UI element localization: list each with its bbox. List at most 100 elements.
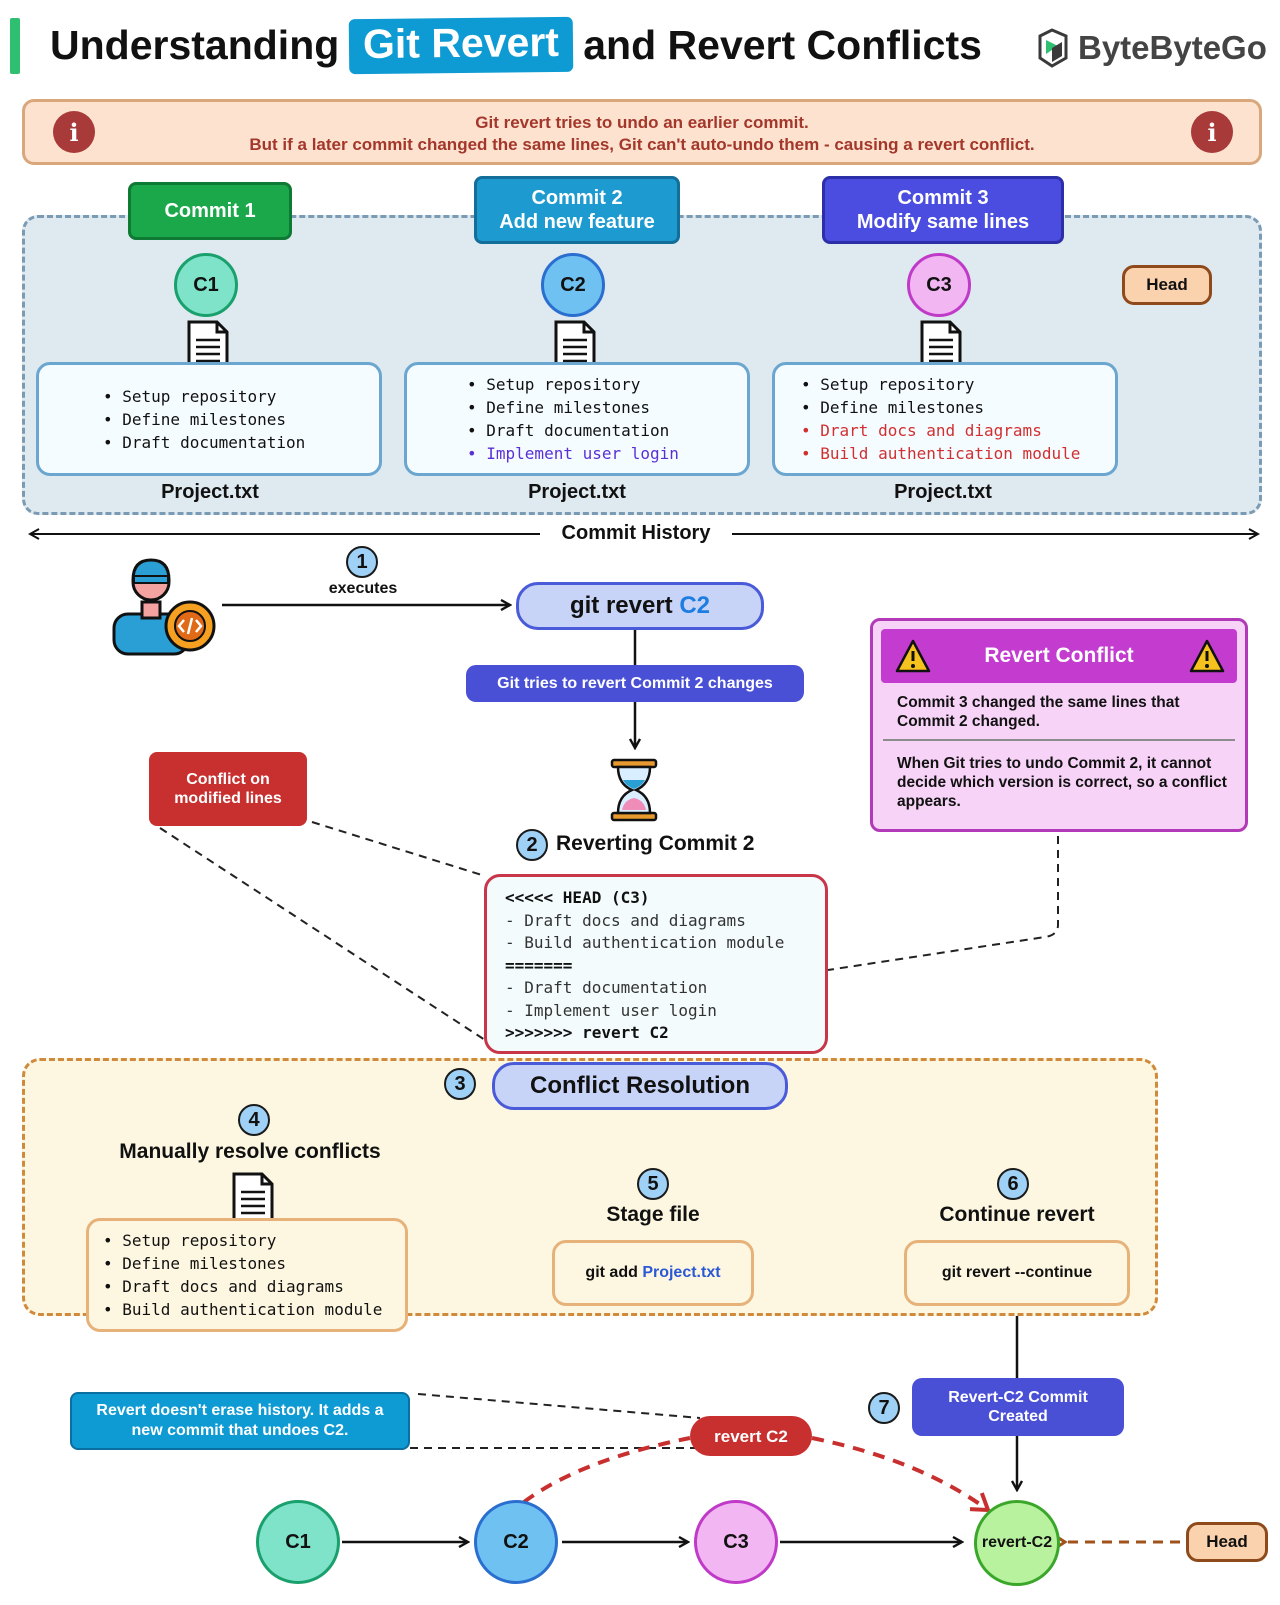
document-icon xyxy=(554,320,596,370)
reverting-commit-2-label: Reverting Commit 2 xyxy=(556,832,755,855)
brand-name: ByteByteGo xyxy=(1078,29,1267,66)
commit-1-label: Commit 1 xyxy=(128,182,292,240)
created-line1: Revert-C2 Commit xyxy=(948,1389,1088,1406)
code-line-head: <<<<< HEAD (C3) xyxy=(505,888,650,907)
stage-file-title: Stage file xyxy=(606,1203,700,1226)
git-add-file: Project.txt xyxy=(642,1264,721,1281)
code-line: - Build authentication module xyxy=(505,933,785,952)
commit-2-label: Commit 2 Add new feature xyxy=(474,176,680,244)
file-line: Define milestones xyxy=(103,1252,405,1275)
page-title: Understanding Git Revert and Revert Conf… xyxy=(50,10,982,80)
step-1-badge: 1 xyxy=(346,546,378,578)
file-line: Draft documentation xyxy=(103,431,379,454)
node-c1-bottom: C1 xyxy=(256,1500,340,1584)
file-line-modified: Drart docs and diagrams xyxy=(801,419,1115,442)
revert-c2-tag: revert C2 xyxy=(690,1416,812,1456)
note-line2: new commit that undoes C2. xyxy=(131,1422,349,1439)
file-line-modified: Build authentication module xyxy=(801,442,1115,465)
file-contents-c1: Setup repository Define milestones Draft… xyxy=(36,362,382,476)
filename-c2: Project.txt xyxy=(528,481,626,503)
revert-conflict-p2: When Git tries to undo Commit 2, it cann… xyxy=(897,755,1227,810)
revert-conflict-p1: Commit 3 changed the same lines that Com… xyxy=(897,694,1180,730)
revert-conflict-panel: Revert Conflict Commit 3 changed the sam… xyxy=(870,618,1248,832)
note-line1: Revert doesn't erase history. It adds a xyxy=(96,1402,384,1419)
warning-icon xyxy=(1189,639,1225,673)
code-line: - Draft docs and diagrams xyxy=(505,910,746,930)
document-icon xyxy=(920,320,962,370)
head-tag: Head xyxy=(1122,265,1212,305)
title-accent-bar xyxy=(10,18,20,74)
warning-icon xyxy=(895,639,931,673)
git-add-command-box: git add Project.txt xyxy=(552,1240,754,1306)
hourglass-icon xyxy=(610,758,658,822)
head-tag-bottom: Head xyxy=(1186,1522,1268,1562)
node-c3: C3 xyxy=(907,253,971,317)
conflict-on-modified-lines-tag: Conflict on modified lines xyxy=(149,752,307,826)
git-revert-cmd: git revert xyxy=(569,592,673,619)
revert-commit-created-box: Revert-C2 Commit Created xyxy=(912,1378,1124,1436)
info-line-1: Git revert tries to undo an earlier comm… xyxy=(475,113,809,132)
conflict-tag-line1: Conflict on xyxy=(186,771,270,788)
code-line: - Implement user login xyxy=(505,1000,717,1020)
file-line: Setup repository xyxy=(467,373,747,396)
executes-label: executes xyxy=(328,580,398,597)
info-icon: i xyxy=(53,111,95,153)
document-icon xyxy=(232,1172,274,1222)
step-5-badge: 5 xyxy=(637,1168,669,1200)
node-c2: C2 xyxy=(541,253,605,317)
info-line-2: But if a later commit changed the same l… xyxy=(249,135,1035,154)
commit-2-label-line1: Commit 2 xyxy=(531,187,623,209)
manually-resolve-title: Manually resolve conflicts xyxy=(119,1140,381,1163)
revert-conflict-header: Revert Conflict xyxy=(881,629,1237,683)
file-line: Setup repository xyxy=(103,385,379,408)
file-line: Setup repository xyxy=(103,1229,405,1252)
revert-conflict-title: Revert Conflict xyxy=(984,644,1134,667)
developer-icon xyxy=(112,558,216,656)
git-revert-command: git revert C2 xyxy=(516,582,764,630)
node-c3-bottom: C3 xyxy=(694,1500,778,1584)
filename-c3: Project.txt xyxy=(894,481,992,503)
commit-history-axis-label: Commit History xyxy=(561,522,711,544)
node-c2-bottom: C2 xyxy=(474,1500,558,1584)
title-pre: Understanding xyxy=(50,21,340,68)
step-6-badge: 6 xyxy=(997,1168,1029,1200)
file-line: Define milestones xyxy=(801,396,1115,419)
step-3-badge: 3 xyxy=(444,1068,476,1100)
conflict-resolution-title: Conflict Resolution xyxy=(492,1062,788,1110)
node-revert-c2: revert-C2 xyxy=(974,1500,1060,1586)
bytebytego-logo-icon xyxy=(1038,28,1068,68)
git-add-cmd: git add xyxy=(585,1264,638,1281)
file-line: Draft documentation xyxy=(467,419,747,442)
revert-history-note: Revert doesn't erase history. It adds a … xyxy=(70,1392,410,1450)
file-line: Define milestones xyxy=(467,396,747,419)
divider xyxy=(883,739,1235,741)
node-c1: C1 xyxy=(174,253,238,317)
file-line: Setup repository xyxy=(801,373,1115,396)
conflict-markers-code: <<<<< HEAD (C3) - Draft docs and diagrams… xyxy=(484,874,828,1054)
title-highlight: Git Revert xyxy=(349,16,574,74)
continue-revert-title: Continue revert xyxy=(939,1203,1095,1226)
file-line: Draft docs and diagrams xyxy=(103,1275,405,1298)
resolved-file-contents: Setup repository Define milestones Draft… xyxy=(86,1218,408,1332)
git-tries-revert-box: Git tries to revert Commit 2 changes xyxy=(466,665,804,702)
commit-3-label-line2: Modify same lines xyxy=(856,211,1030,233)
file-line-added: Implement user login xyxy=(467,442,747,465)
git-revert-target: C2 xyxy=(679,592,711,619)
step-2-badge: 2 xyxy=(516,829,548,861)
info-icon: i xyxy=(1191,111,1233,153)
file-contents-c2: Setup repository Define milestones Draft… xyxy=(404,362,750,476)
commit-2-label-line2: Add new feature xyxy=(499,211,655,233)
git-revert-continue-box: git revert --continue xyxy=(904,1240,1130,1306)
conflict-tag-line2: modified lines xyxy=(174,790,282,807)
commit-1-label-text: Commit 1 xyxy=(164,200,256,222)
step-4-badge: 4 xyxy=(238,1104,270,1136)
document-icon xyxy=(187,320,229,370)
file-line: Define milestones xyxy=(103,408,379,431)
code-line-revert: >>>>>>> revert C2 xyxy=(505,1023,669,1042)
title-post: and Revert Conflicts xyxy=(583,21,982,68)
brand-logo: ByteByteGo xyxy=(1036,28,1267,68)
step-7-badge: 7 xyxy=(868,1392,900,1424)
commit-3-label: Commit 3 Modify same lines xyxy=(822,176,1064,244)
filename-c1: Project.txt xyxy=(161,481,259,503)
code-line-separator: ======= xyxy=(505,955,573,975)
